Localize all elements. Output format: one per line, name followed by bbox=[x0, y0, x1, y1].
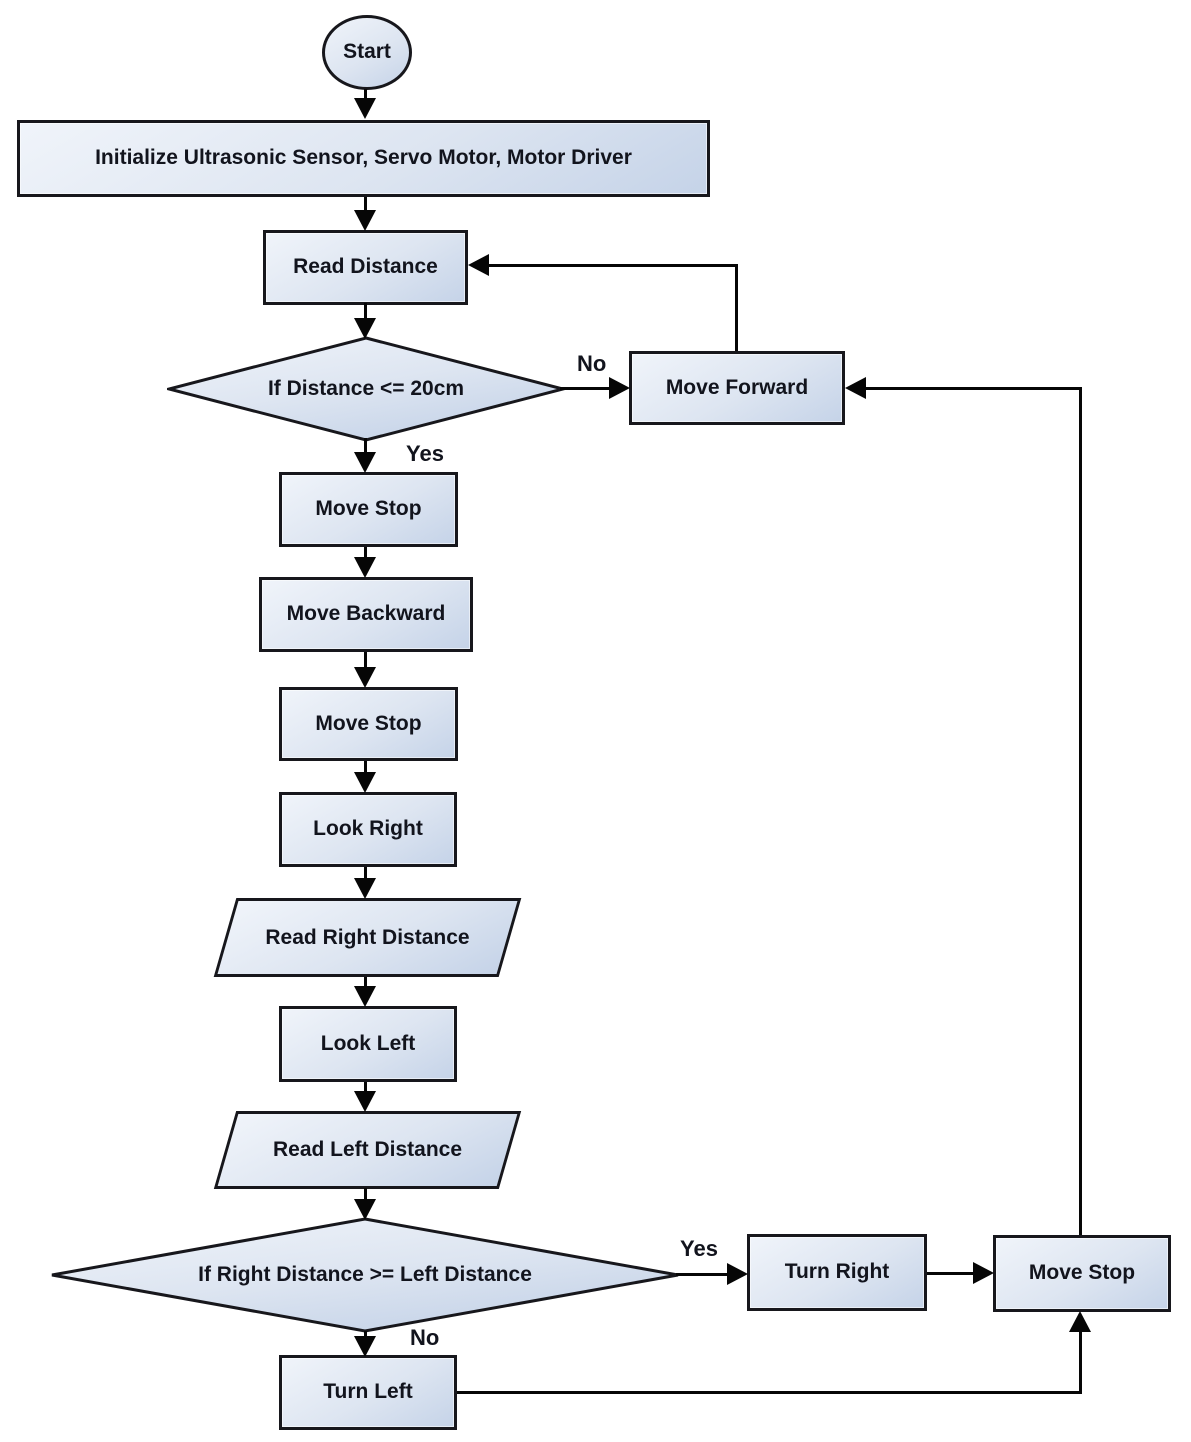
node-read-distance-label: Read Distance bbox=[293, 255, 438, 279]
connector-forward-vertical bbox=[735, 265, 738, 351]
node-read-right-distance-label: Read Right Distance bbox=[265, 925, 470, 949]
arrowhead-turnright-stop3 bbox=[973, 1262, 994, 1284]
arrowhead-decision-no bbox=[609, 377, 630, 399]
node-move-backward-label: Move Backward bbox=[286, 602, 446, 626]
connector-compare-yes bbox=[676, 1273, 728, 1276]
node-look-right: Look Right bbox=[279, 792, 457, 867]
connector-stop3-horizontal bbox=[865, 387, 1082, 390]
node-read-distance: Read Distance bbox=[263, 230, 468, 305]
arrowhead-readleft-compare bbox=[354, 1199, 376, 1220]
arrowhead-compare-yes bbox=[727, 1263, 748, 1285]
connector-start-init bbox=[364, 89, 367, 99]
node-move-stop-2-label: Move Stop bbox=[315, 711, 422, 735]
arrowhead-stop2-lookright bbox=[354, 772, 376, 793]
node-move-stop-3-label: Move Stop bbox=[1028, 1261, 1136, 1285]
arrowhead-backward-stop2 bbox=[354, 667, 376, 688]
arrowhead-decision-yes bbox=[354, 452, 376, 473]
connector-turnleft-horizontal bbox=[457, 1391, 1082, 1394]
node-turn-right: Turn Right bbox=[747, 1234, 927, 1311]
connector-forward-horizontal bbox=[488, 264, 738, 267]
connector-compare-no bbox=[364, 1331, 367, 1338]
node-move-stop-1: Move Stop bbox=[279, 472, 458, 547]
edge-label-distance-yes: Yes bbox=[406, 441, 444, 466]
node-move-stop-3: Move Stop bbox=[993, 1235, 1171, 1312]
arrowhead-lookright-readright bbox=[354, 878, 376, 899]
connector-stop2-lookright bbox=[364, 761, 367, 773]
node-initialize: Initialize Ultrasonic Sensor, Servo Moto… bbox=[17, 120, 710, 197]
node-start: Start bbox=[322, 15, 412, 90]
connector-lookleft-readleft bbox=[364, 1082, 367, 1092]
node-turn-right-label: Turn Right bbox=[784, 1260, 890, 1284]
connector-readright-lookleft bbox=[364, 977, 367, 987]
connector-read-decision bbox=[364, 303, 367, 319]
arrowhead-stop3-forward bbox=[845, 377, 866, 399]
connector-turnleft-vertical bbox=[1079, 1331, 1082, 1393]
arrowhead-init-read bbox=[354, 210, 376, 231]
node-move-stop-2: Move Stop bbox=[279, 687, 458, 761]
node-look-right-label: Look Right bbox=[313, 817, 423, 841]
connector-lookright-readright bbox=[364, 867, 367, 879]
arrowhead-stop1-backward bbox=[354, 557, 376, 578]
node-start-label: Start bbox=[343, 40, 391, 64]
connector-decision-yes bbox=[364, 438, 367, 454]
node-read-right-distance: Read Right Distance bbox=[213, 898, 522, 977]
node-look-left: Look Left bbox=[279, 1006, 457, 1082]
node-distance-decision: If Distance <= 20cm bbox=[167, 336, 565, 442]
node-move-backward: Move Backward bbox=[259, 577, 473, 652]
arrowhead-readright-lookleft bbox=[354, 986, 376, 1007]
node-initialize-label: Initialize Ultrasonic Sensor, Servo Moto… bbox=[95, 146, 632, 170]
connector-backward-stop2 bbox=[364, 652, 367, 668]
arrowhead-start-init bbox=[354, 98, 376, 119]
arrowhead-forward-read bbox=[468, 254, 489, 276]
edge-label-distance-no: No bbox=[577, 351, 607, 376]
connector-stop1-backward bbox=[364, 547, 367, 558]
node-compare-decision-label: If Right Distance >= Left Distance bbox=[198, 1263, 532, 1286]
connector-decision-no bbox=[560, 387, 610, 390]
arrowhead-read-decision bbox=[354, 318, 376, 339]
node-turn-left: Turn Left bbox=[279, 1355, 457, 1430]
node-read-left-distance: Read Left Distance bbox=[213, 1111, 522, 1189]
node-read-left-distance-label: Read Left Distance bbox=[272, 1138, 463, 1161]
connector-init-read bbox=[364, 197, 367, 211]
edge-label-compare-yes: Yes bbox=[680, 1236, 718, 1261]
node-move-stop-1-label: Move Stop bbox=[315, 497, 422, 521]
node-move-forward-label: Move Forward bbox=[665, 375, 809, 399]
node-distance-decision-label: If Distance <= 20cm bbox=[267, 377, 465, 400]
edge-label-compare-no: No bbox=[410, 1325, 440, 1350]
node-turn-left-label: Turn Left bbox=[323, 1380, 413, 1404]
arrowhead-lookleft-readleft bbox=[354, 1091, 376, 1112]
connector-readleft-compare bbox=[364, 1188, 367, 1200]
arrowhead-compare-no bbox=[354, 1336, 376, 1357]
node-move-forward: Move Forward bbox=[629, 351, 845, 425]
node-compare-decision: If Right Distance >= Left Distance bbox=[50, 1217, 680, 1333]
connector-stop3-vertical bbox=[1079, 387, 1082, 1235]
arrowhead-turnleft-stop3 bbox=[1069, 1311, 1091, 1332]
connector-turnright-stop3 bbox=[927, 1272, 974, 1275]
node-look-left-label: Look Left bbox=[320, 1031, 416, 1055]
